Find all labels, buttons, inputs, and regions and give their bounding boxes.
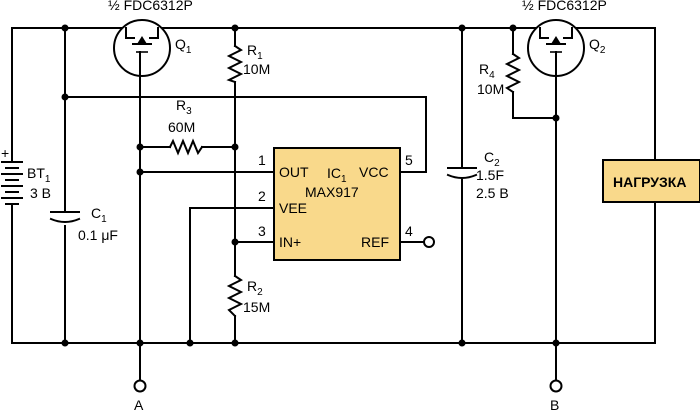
c1-value-label: 0.1 μF — [78, 227, 118, 243]
r3-resistor: R3 60M — [168, 97, 204, 156]
r1-resistor: R1 10M — [226, 42, 270, 84]
r1-ref-label: R1 — [247, 42, 263, 62]
r3-ref-label: R3 — [176, 97, 192, 117]
c2-capacitor: C2 1.5F 2.5 B — [446, 149, 509, 201]
ref-terminal — [423, 236, 435, 248]
ic1-pin5-name: VCC — [359, 164, 389, 180]
terminal-b: B — [549, 379, 563, 412]
q1-mosfet: ½ FDC6312P Q1 — [108, 0, 193, 97]
c2-value1-label: 1.5F — [476, 167, 504, 183]
q1-part-label: ½ FDC6312P — [108, 0, 193, 13]
ic1-part-label: MAX917 — [305, 184, 359, 200]
ic1-ref-label: IC1 — [327, 165, 347, 185]
ic1-pin4-number: 4 — [405, 223, 413, 239]
r2-resistor: R2 15M — [226, 274, 270, 318]
bt1-battery: + BT1 3 B — [1, 145, 51, 205]
q1-ref-label: Q1 — [175, 36, 192, 56]
junctions — [61, 24, 560, 347]
ic1-pin3-number: 3 — [258, 223, 266, 239]
q2-part-label: ½ FDC6312P — [522, 0, 607, 13]
ic1-pin4-name: REF — [361, 234, 389, 250]
r4-ref-label: R4 — [479, 61, 495, 81]
c1-capacitor: C1 0.1 μF — [49, 205, 118, 243]
ic1-pin1-name: OUT — [279, 164, 309, 180]
ic1-pin5-number: 5 — [405, 152, 413, 168]
ic1-pin2-name: VEE — [279, 200, 307, 216]
r4-resistor: R4 10M — [477, 52, 522, 97]
ic1-pin1-number: 1 — [258, 152, 266, 168]
load-label: НАГРУЗКА — [613, 174, 686, 190]
c1-ref-label: C1 — [91, 205, 107, 225]
q2-ref-label: Q2 — [589, 36, 606, 56]
terminal-a-label: A — [134, 397, 144, 412]
r1-value-label: 10M — [243, 61, 270, 77]
terminal-b-label: B — [550, 397, 559, 412]
load-block: НАГРУЗКА — [602, 159, 700, 203]
r4-value-label: 10M — [477, 81, 504, 97]
bt1-ref-label: BT1 — [27, 165, 51, 185]
ic1-comparator: IC1 MAX917 OUT VEE IN+ REF VCC 1 2 3 4 5 — [258, 147, 413, 261]
c2-value2-label: 2.5 B — [476, 185, 509, 201]
c2-ref-label: C2 — [484, 149, 500, 169]
ic1-pin2-number: 2 — [258, 188, 266, 204]
bt1-plus-label: + — [1, 145, 9, 161]
r2-ref-label: R2 — [247, 278, 263, 298]
r3-value-label: 60M — [168, 119, 195, 135]
q2-mosfet: ½ FDC6312P Q2 — [522, 0, 607, 91]
bt1-value-label: 3 B — [30, 185, 51, 201]
terminal-a: A — [133, 379, 147, 412]
ic1-pin3-name: IN+ — [279, 234, 301, 250]
r2-value-label: 15M — [243, 299, 270, 315]
